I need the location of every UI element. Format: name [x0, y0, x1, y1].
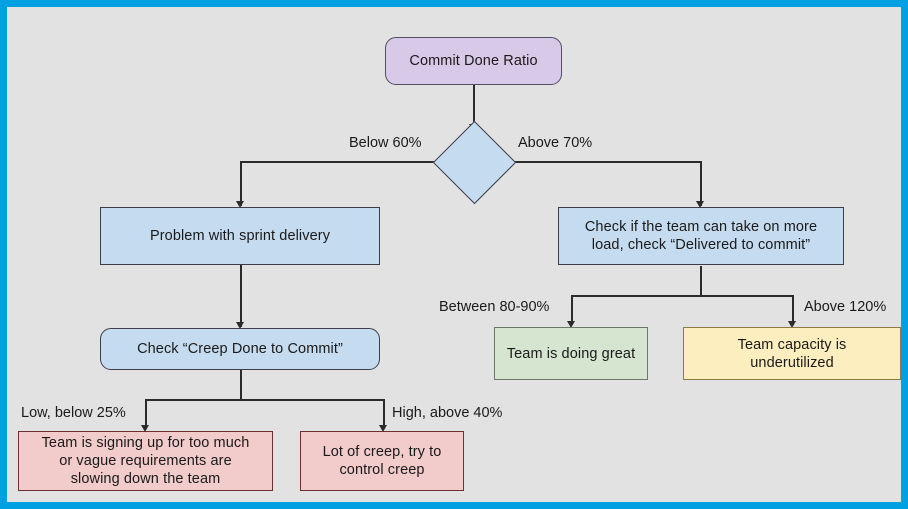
arrowhead-team-doing-great [567, 321, 575, 328]
node-commit-done-ratio-label: Commit Done Ratio [409, 53, 538, 69]
node-commit-done-ratio[interactable]: Commit Done Ratio [385, 37, 562, 85]
node-check-more-load-label: Check if the team can take on more load,… [584, 219, 818, 253]
edge-decision-left-drop [240, 161, 242, 206]
node-lot-of-creep-label: Lot of creep, try to control creep [322, 444, 442, 478]
edge-check-more-load-stem [700, 266, 702, 296]
edge-label-between-80-90: Between 80-90% [439, 299, 550, 315]
edge-check-creep-stem [240, 370, 242, 400]
node-team-capacity-underutilized-label: Team capacity is underutilized [737, 336, 847, 371]
node-problem-sprint-delivery[interactable]: Problem with sprint delivery [100, 207, 380, 265]
node-signing-up-too-much-label: Team is signing up for too much or vague… [41, 435, 250, 487]
edge-commit-to-decision [473, 85, 475, 126]
node-team-capacity-underutilized[interactable]: Team capacity is underutilized [683, 327, 901, 380]
node-decision-diamond[interactable] [432, 120, 517, 205]
edge-problem-to-check-creep [240, 265, 242, 327]
edge-label-below-60: Below 60% [349, 135, 422, 151]
arrowhead-team-capacity-underutilized [788, 321, 796, 328]
edge-check-more-load-split-bar [571, 295, 793, 297]
edge-label-above-120: Above 120% [804, 299, 887, 315]
edge-label-low-below-25: Low, below 25% [21, 405, 126, 421]
arrowhead-check-more-load [696, 201, 704, 208]
node-team-doing-great[interactable]: Team is doing great [494, 327, 648, 380]
node-check-creep-done-to-commit[interactable]: Check “Creep Done to Commit” [100, 328, 380, 370]
edge-to-team-capacity-underutilized [792, 295, 794, 325]
edge-to-lot-of-creep [383, 399, 385, 429]
node-check-creep-done-to-commit-label: Check “Creep Done to Commit” [137, 341, 343, 357]
edge-decision-left [240, 161, 443, 163]
arrowhead-lot-of-creep [379, 425, 387, 432]
edge-decision-right-drop [700, 161, 702, 206]
node-problem-sprint-delivery-label: Problem with sprint delivery [149, 228, 331, 244]
arrowhead-check-creep [236, 322, 244, 329]
edge-decision-right [504, 161, 702, 163]
arrowhead-problem-sprint-delivery [236, 201, 244, 208]
edge-check-creep-split-bar [145, 399, 384, 401]
edge-label-high-above-40: High, above 40% [392, 405, 503, 421]
node-check-more-load[interactable]: Check if the team can take on more load,… [558, 207, 844, 265]
arrowhead-signing-up-too-much [141, 425, 149, 432]
node-lot-of-creep[interactable]: Lot of creep, try to control creep [300, 431, 464, 491]
node-team-doing-great-label: Team is doing great [506, 345, 636, 362]
edge-to-team-doing-great [571, 295, 573, 325]
node-signing-up-too-much[interactable]: Team is signing up for too much or vague… [18, 431, 273, 491]
edge-to-signing-up-too-much [145, 399, 147, 429]
edge-label-above-70: Above 70% [518, 135, 593, 151]
